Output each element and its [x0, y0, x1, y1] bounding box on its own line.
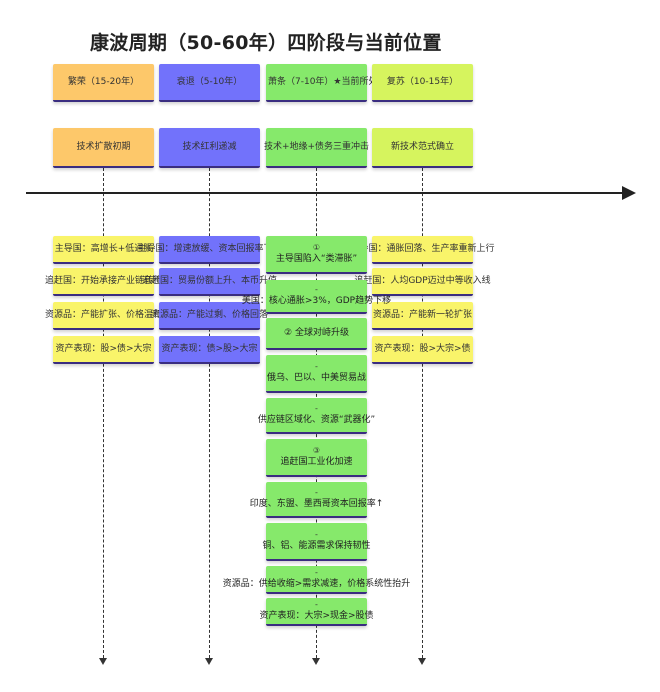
depression-item-5-marker: -	[315, 403, 318, 413]
prosperity-assets: 资产表现：股>债>大宗	[53, 336, 154, 364]
phase-depression: 萧条（7-10年）★当前所处	[266, 64, 378, 102]
depression-item-10: - 资产表现：大宗>现金>股债	[259, 598, 374, 626]
subphase-depression-label: 技术+地缘+债务三重冲击	[263, 142, 370, 152]
recovery-assets-text: 资产表现：股>大宗>债	[374, 344, 471, 354]
depression-item-9-text: 资源品：供给收缩>需求减速，价格系统性抬升	[222, 578, 411, 589]
prosperity-catchup: 追赶国：开始承接产业链转移	[45, 268, 162, 296]
depression-item-2-text: 美国：核心通胀>3%，GDP趋势下移	[241, 295, 392, 306]
depression-item-2-marker: -	[315, 284, 318, 294]
depression-line-arrow	[312, 658, 320, 665]
depression-item-5-text: 供应链区域化、资源“武器化”	[257, 414, 376, 425]
prosperity-dashed-line	[103, 168, 104, 658]
depression-item-3-label: 全球对峙升级	[294, 327, 349, 338]
depression-item-2: - 美国：核心通胀>3%，GDP趋势下移	[242, 280, 391, 314]
depression-item-3-text: ② 全球对峙升级	[284, 327, 349, 340]
recession-assets-text: 资产表现：债>股>大宗	[161, 344, 258, 354]
timeline-axis	[26, 192, 624, 194]
subphase-recession: 技术红利递减	[159, 128, 260, 168]
recovery-assets: 资产表现：股>大宗>债	[372, 336, 473, 364]
depression-item-1-marker: ①	[312, 242, 321, 252]
subphase-prosperity-label: 技术扩散初期	[76, 142, 131, 152]
recovery-catchup-text: 追赶国：人均GDP迈过中等收入线	[354, 276, 491, 286]
subphase-depression: 技术+地缘+债务三重冲击	[263, 128, 370, 168]
depression-item-10-text: 资产表现：大宗>现金>股债	[259, 610, 374, 621]
subphase-recovery-label: 新技术范式确立	[390, 142, 454, 152]
recession-assets: 资产表现：债>股>大宗	[159, 336, 260, 364]
recession-resources: 资源品：产能过剩、价格回落	[151, 302, 268, 330]
depression-item-8: - 铜、铝、能源需求保持韧性	[263, 523, 371, 561]
prosperity-catchup-text: 追赶国：开始承接产业链转移	[45, 276, 163, 286]
subphase-prosperity: 技术扩散初期	[53, 128, 154, 168]
recession-dominant: 主导国：增速放缓、资本回报率下降	[138, 236, 282, 264]
prosperity-resources-text: 资源品：产能扩张、价格温和	[45, 310, 163, 320]
recession-dominant-text: 主导国：增速放缓、资本回报率下降	[137, 244, 282, 254]
recession-catchup: 追赶国：贸易份额上升、本币升值	[142, 268, 277, 296]
depression-item-6: ③ 追赶国工业化加速	[266, 439, 367, 477]
depression-item-4-marker: -	[315, 361, 318, 371]
depression-item-8-text: 铜、铝、能源需求保持韧性	[262, 540, 371, 551]
recovery-dominant-text: 主导国：通胀回落、生产率重新上行	[350, 244, 495, 254]
depression-item-4-text: 俄乌、巴以、中美贸易战	[266, 372, 366, 383]
timeline-arrow-head	[622, 186, 636, 200]
recovery-line-arrow	[418, 658, 426, 665]
depression-item-3-num: ②	[284, 327, 293, 338]
subphase-recovery: 新技术范式确立	[372, 128, 473, 168]
recession-resources-text: 资源品：产能过剩、价格回落	[151, 310, 269, 320]
recession-dashed-line	[209, 168, 210, 658]
depression-item-3: ② ② 全球对峙升级	[266, 318, 367, 350]
subphase-recession-label: 技术红利递减	[182, 142, 237, 152]
depression-item-1-text: 主导国陷入“类滞胀”	[275, 253, 358, 264]
prosperity-dominant-text: 主导国：高增长+低通胀	[54, 244, 153, 254]
phase-recession-label: 衰退（5-10年）	[176, 77, 243, 87]
recovery-dominant: 主导国：通胀回落、生产率重新上行	[351, 236, 495, 264]
depression-item-7-text: 印度、东盟、墨西哥资本回报率↑	[249, 498, 384, 509]
recovery-dashed-line	[422, 168, 423, 658]
diagram-title: 康波周期（50-60年）四阶段与当前位置	[90, 32, 442, 54]
phase-recovery: 复苏（10-15年）	[372, 64, 473, 102]
depression-item-9-marker: -	[315, 567, 318, 577]
phase-depression-label: 萧条（7-10年）★当前所处	[268, 77, 378, 87]
depression-item-6-text: 追赶国工业化加速	[280, 456, 353, 467]
phase-prosperity: 繁荣（15-20年）	[53, 64, 154, 102]
phase-recession: 衰退（5-10年）	[159, 64, 260, 102]
depression-item-5: - 供应链区域化、资源“武器化”	[258, 398, 375, 434]
depression-item-9: - 资源品：供给收缩>需求减速，价格系统性抬升	[223, 566, 410, 594]
recovery-resources: 资源品：产能新一轮扩张	[372, 302, 473, 330]
recovery-catchup: 追赶国：人均GDP迈过中等收入线	[354, 268, 491, 296]
recession-catchup-text: 追赶国：贸易份额上升、本币升值	[142, 276, 278, 286]
depression-item-7-marker: -	[315, 487, 318, 497]
phase-recovery-label: 复苏（10-15年）	[386, 77, 459, 87]
prosperity-resources: 资源品：产能扩张、价格温和	[45, 302, 162, 330]
depression-item-1: ① 主导国陷入“类滞胀”	[266, 236, 367, 274]
depression-item-6-marker: ③	[312, 445, 321, 455]
prosperity-dominant: 主导国：高增长+低通胀	[53, 236, 154, 264]
prosperity-assets-text: 资产表现：股>债>大宗	[55, 344, 152, 354]
depression-item-8-marker: -	[315, 529, 318, 539]
recession-line-arrow	[205, 658, 213, 665]
prosperity-line-arrow	[99, 658, 107, 665]
depression-item-4: - 俄乌、巴以、中美贸易战	[266, 355, 367, 393]
recovery-resources-text: 资源品：产能新一轮扩张	[372, 310, 472, 320]
phase-prosperity-label: 繁荣（15-20年）	[67, 77, 140, 87]
depression-item-7: - 印度、东盟、墨西哥资本回报率↑	[250, 482, 383, 518]
depression-item-10-marker: -	[315, 599, 318, 609]
